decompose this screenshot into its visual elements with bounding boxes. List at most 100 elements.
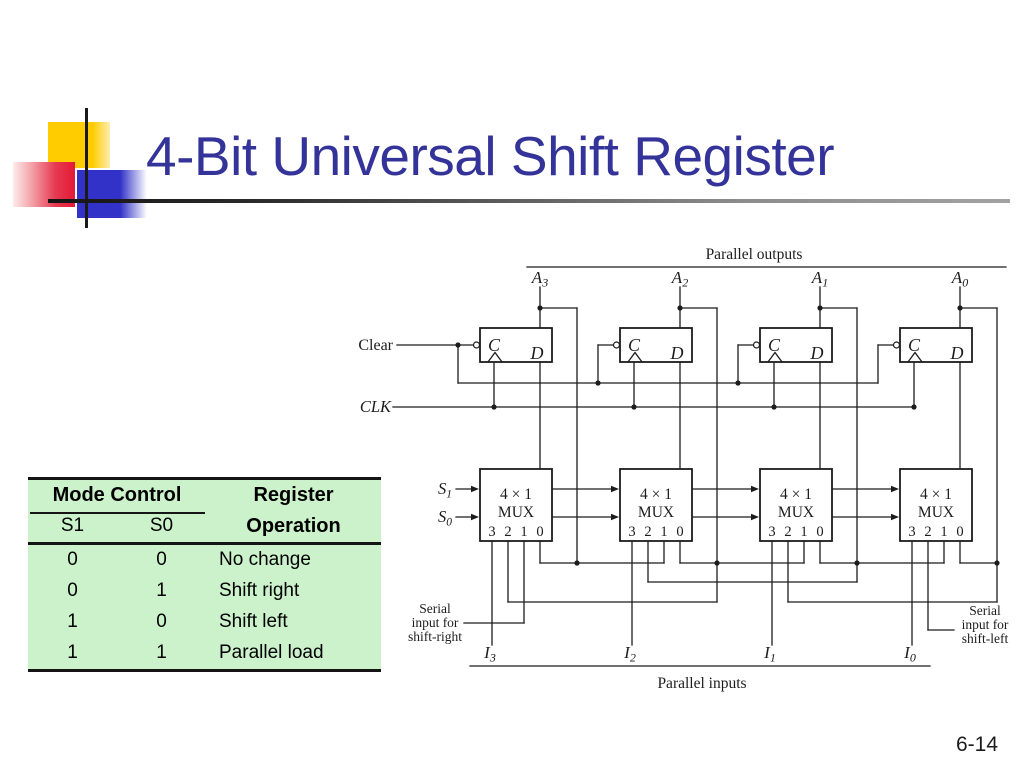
- ff-data-label: D: [950, 343, 964, 363]
- output-label-a3: A3: [531, 268, 548, 290]
- table-row: 1 0 Shift left: [28, 607, 381, 638]
- mux-pin-0: 0: [676, 524, 683, 540]
- table-header-mode-control: Mode Control: [52, 483, 182, 506]
- table-row: 0 0 No change: [28, 545, 381, 576]
- ff-data-label: D: [810, 343, 824, 363]
- mux-pin-1: 1: [520, 524, 527, 540]
- cell-s1: 1: [67, 642, 78, 663]
- mux-size-label: 4 × 1: [640, 486, 672, 503]
- cell-operation: Parallel load: [219, 642, 324, 663]
- clear-label: Clear: [358, 337, 393, 354]
- mux-pin-0: 0: [816, 524, 823, 540]
- mux-pin-2: 2: [644, 524, 651, 540]
- cell-operation: Shift right: [219, 580, 300, 601]
- mux-pin-1: 1: [660, 524, 667, 540]
- mux-pin-3: 3: [908, 524, 915, 540]
- cell-s0: 0: [156, 611, 167, 632]
- mux-pin-3: 3: [768, 524, 775, 540]
- table-thin-rule: [30, 512, 205, 514]
- cell-operation: Shift left: [219, 611, 288, 632]
- mode-control-table: Mode Control Register S1 S0 Operation 0 …: [28, 477, 381, 672]
- svg-text:shift-left: shift-left: [962, 631, 1009, 646]
- page-title: 4-Bit Universal Shift Register: [146, 125, 835, 187]
- input-label-i1: I1: [763, 643, 776, 665]
- mux-a2: 4 × 1 MUX 3 2 1 0: [619, 468, 693, 542]
- flipflop-a2: C D: [612, 327, 693, 363]
- svg-text:input for: input for: [962, 617, 1009, 632]
- clock-edge-icon: [907, 351, 923, 363]
- mux-to-ff-wires: [539, 361, 961, 470]
- select-label-s1: S1: [438, 479, 452, 501]
- cell-s1: 0: [67, 549, 78, 570]
- table-header-register: Register: [253, 483, 334, 506]
- mux-pin-2: 2: [784, 524, 791, 540]
- mux-size-label: 4 × 1: [780, 486, 812, 503]
- cell-s1: 1: [67, 611, 78, 632]
- svg-text:Serial: Serial: [969, 603, 1001, 618]
- input-label-i3: I3: [483, 643, 496, 665]
- cell-operation: No change: [219, 549, 311, 570]
- parallel-inputs-label: Parallel inputs: [657, 675, 746, 692]
- mux-size-label: 4 × 1: [920, 486, 952, 503]
- page-number: 6-14: [955, 733, 998, 756]
- table-row: 0 1 Shift right: [28, 576, 381, 607]
- mux-input-stubs: [491, 540, 961, 646]
- mux-pin-2: 2: [924, 524, 931, 540]
- title-underline: [48, 199, 1010, 203]
- serial-input-shift-right: Serial input for shift-right: [408, 601, 525, 644]
- parallel-outputs-group: Parallel outputs A3 A2 A1 A0: [526, 246, 1007, 290]
- mux-name-label: MUX: [918, 504, 954, 521]
- table-header-s0: S0: [149, 515, 174, 536]
- parallel-outputs-label: Parallel outputs: [706, 246, 803, 263]
- serial-input-shift-left: Serial input for shift-left: [927, 603, 1009, 646]
- mux-pin-3: 3: [628, 524, 635, 540]
- ff-clock-label: C: [768, 335, 781, 355]
- clk-net: CLK: [360, 361, 915, 416]
- clock-edge-icon: [767, 351, 783, 363]
- mux-pin-2: 2: [504, 524, 511, 540]
- cell-s0: 0: [156, 549, 167, 570]
- mux-pin-3: 3: [488, 524, 495, 540]
- output-label-a1: A1: [811, 268, 828, 290]
- output-label-a0: A0: [951, 268, 968, 290]
- svg-text:shift-right: shift-right: [408, 629, 462, 644]
- mux-size-label: 4 × 1: [500, 486, 532, 503]
- flipflop-a0: C D: [892, 327, 973, 363]
- ff-clock-label: C: [908, 335, 921, 355]
- logo-blue-square: [77, 170, 149, 218]
- parallel-inputs-group: I3 I2 I1 I0 Parallel inputs: [469, 643, 931, 692]
- mux-name-label: MUX: [638, 504, 674, 521]
- ff-data-label: D: [670, 343, 684, 363]
- mux-pin-1: 1: [940, 524, 947, 540]
- logo-yellow-square: [48, 122, 110, 168]
- mux-a0: 4 × 1 MUX 3 2 1 0: [899, 468, 973, 542]
- junction-dots: [455, 305, 1000, 566]
- mux-name-label: MUX: [498, 504, 534, 521]
- ff-clock-label: C: [488, 335, 501, 355]
- select-label-s0: S0: [438, 507, 452, 529]
- flipflop-a1: C D: [752, 327, 833, 363]
- cell-s1: 0: [67, 580, 78, 601]
- mux-pin-0: 0: [956, 524, 963, 540]
- output-feedback-wires: [539, 286, 998, 603]
- output-label-a2: A2: [671, 268, 688, 290]
- feedback-routing-wires: [507, 562, 998, 603]
- table-row: 1 1 Parallel load: [28, 638, 381, 669]
- table-header-operation: Operation: [246, 514, 341, 537]
- mux-a3: 4 × 1 MUX 3 2 1 0: [479, 468, 553, 542]
- ff-data-label: D: [530, 343, 544, 363]
- table-mid-rule: [28, 542, 381, 545]
- cell-s0: 1: [156, 580, 167, 601]
- select-signals: S1 S0: [438, 479, 899, 529]
- input-label-i0: I0: [903, 643, 916, 665]
- mux-name-label: MUX: [778, 504, 814, 521]
- flipflop-a3: C D: [472, 327, 553, 363]
- mux-a1: 4 × 1 MUX 3 2 1 0: [759, 468, 833, 542]
- input-label-i2: I2: [623, 643, 636, 665]
- clk-label: CLK: [360, 397, 392, 416]
- ff-clock-label: C: [628, 335, 641, 355]
- cell-s0: 1: [156, 642, 167, 663]
- table-header-s1: S1: [60, 515, 85, 536]
